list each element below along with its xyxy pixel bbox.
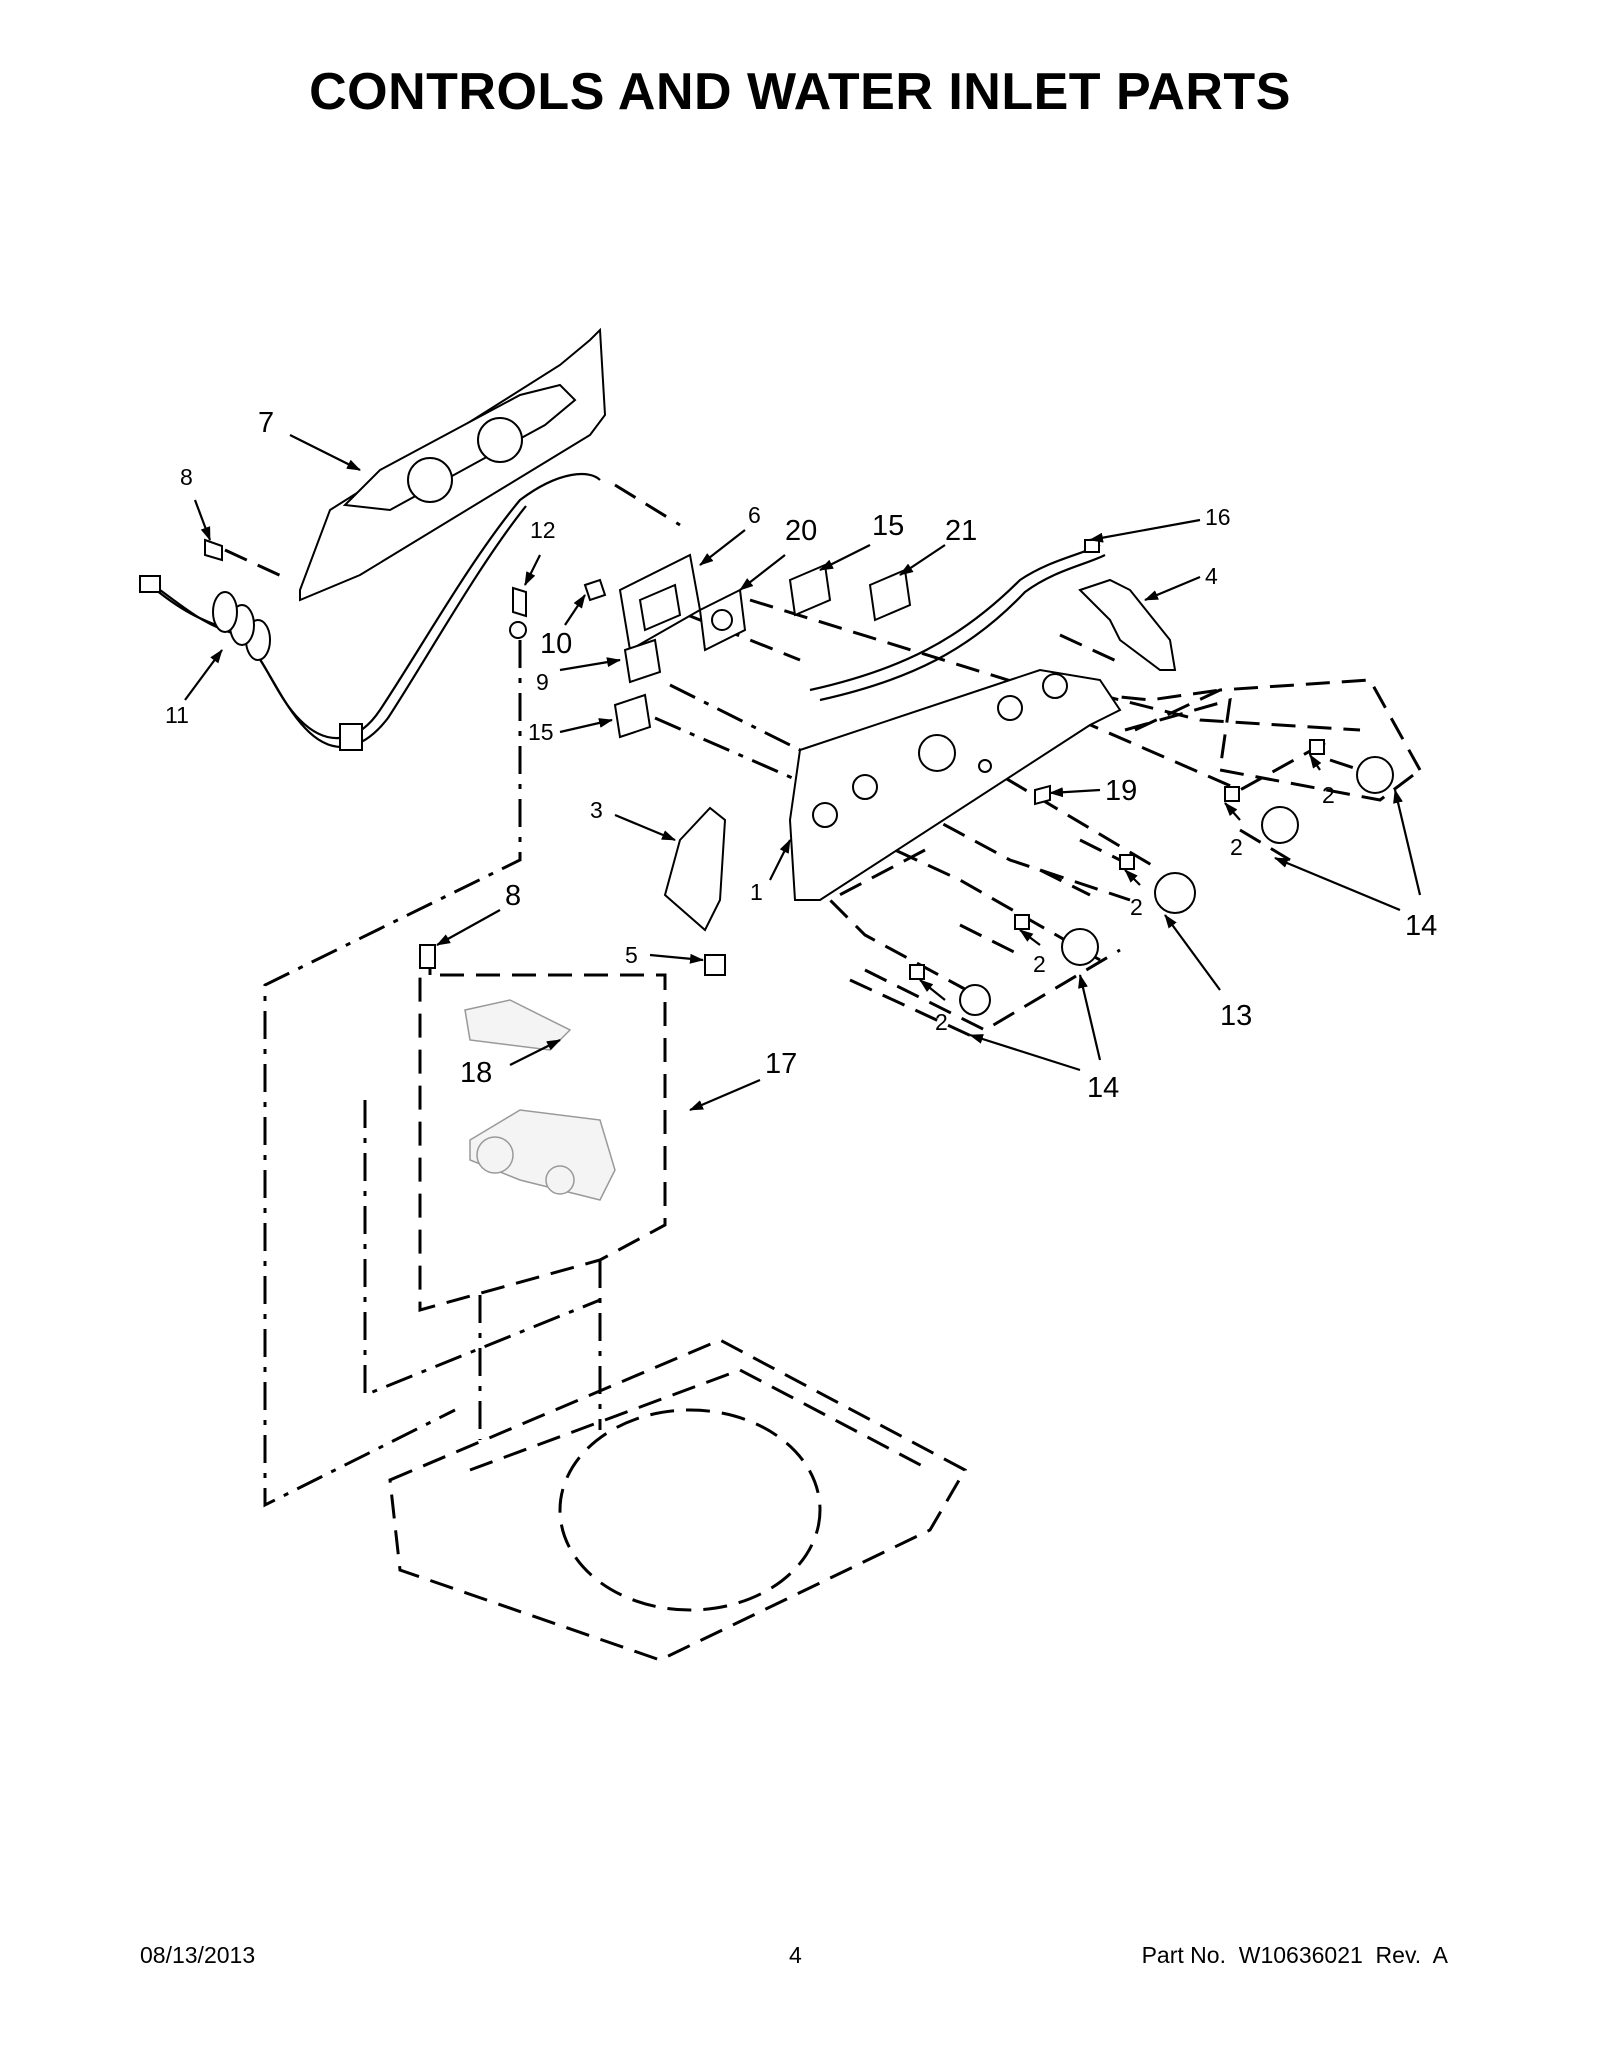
callout-15-left: 15	[528, 719, 554, 745]
callout-9: 9	[536, 669, 549, 695]
callout-14-right: 14	[1405, 910, 1437, 942]
callout-12: 12	[530, 517, 556, 543]
switch-21	[868, 568, 912, 622]
switch-9	[623, 638, 662, 684]
callout-4: 4	[1205, 563, 1218, 589]
callout-2-e: 2	[1322, 782, 1335, 808]
callout-2-a: 2	[935, 1009, 948, 1035]
water-inlet-valve-assembly	[464, 999, 616, 1201]
callout-13: 13	[1220, 1000, 1252, 1032]
callout-2-c: 2	[1130, 894, 1143, 920]
callout-14-lower: 14	[1087, 1072, 1119, 1104]
control-board	[618, 553, 702, 652]
assembly-guide-lines	[224, 483, 1422, 1508]
callout-10: 10	[540, 628, 572, 660]
callout-11: 11	[165, 702, 189, 728]
power-cord	[139, 472, 601, 751]
screw-10	[583, 578, 607, 602]
callout-17: 17	[765, 1048, 797, 1080]
console-rear-panel	[299, 327, 607, 602]
switch-15-left	[613, 693, 652, 739]
callout-2-b: 2	[1033, 951, 1046, 977]
ground-screw	[509, 586, 527, 639]
console	[788, 668, 1122, 901]
callout-6: 6	[748, 502, 761, 528]
callout-3: 3	[590, 797, 603, 823]
screw-upper	[204, 538, 223, 562]
callout-16: 16	[1205, 504, 1231, 530]
knob-set	[909, 739, 1394, 1016]
footer-date: 08/13/2013	[140, 1942, 256, 1968]
callout-7: 7	[258, 407, 274, 439]
end-cap-left	[663, 806, 727, 932]
leader-arrows	[184, 434, 1422, 1112]
page-title: CONTROLS AND WATER INLET PARTS	[309, 63, 1291, 121]
screw-lower	[419, 944, 436, 969]
callout-15-top: 15	[872, 510, 904, 542]
switch-20	[698, 588, 747, 652]
clip-5	[704, 954, 726, 976]
callout-20: 20	[785, 515, 817, 547]
callout-labels: 7 8 12 6 20 15 21 16 4 10 9 11 15 19 3 1…	[165, 407, 1437, 1104]
callout-8-lower: 8	[505, 880, 521, 912]
callout-5: 5	[625, 942, 638, 968]
switch-15-top	[788, 563, 832, 617]
callout-8-upper: 8	[180, 464, 193, 490]
callout-21: 21	[945, 515, 977, 547]
cabinet-top	[388, 1338, 968, 1662]
end-cap-right	[1078, 578, 1177, 671]
callout-1: 1	[750, 879, 763, 905]
footer-part-number: Part No. W10636021 Rev. A	[1141, 1942, 1448, 1968]
footer-page-number: 4	[789, 1942, 802, 1968]
screw-19	[1034, 784, 1051, 806]
callout-18: 18	[460, 1057, 492, 1089]
callout-19: 19	[1105, 775, 1137, 807]
callout-2-d: 2	[1230, 834, 1243, 860]
